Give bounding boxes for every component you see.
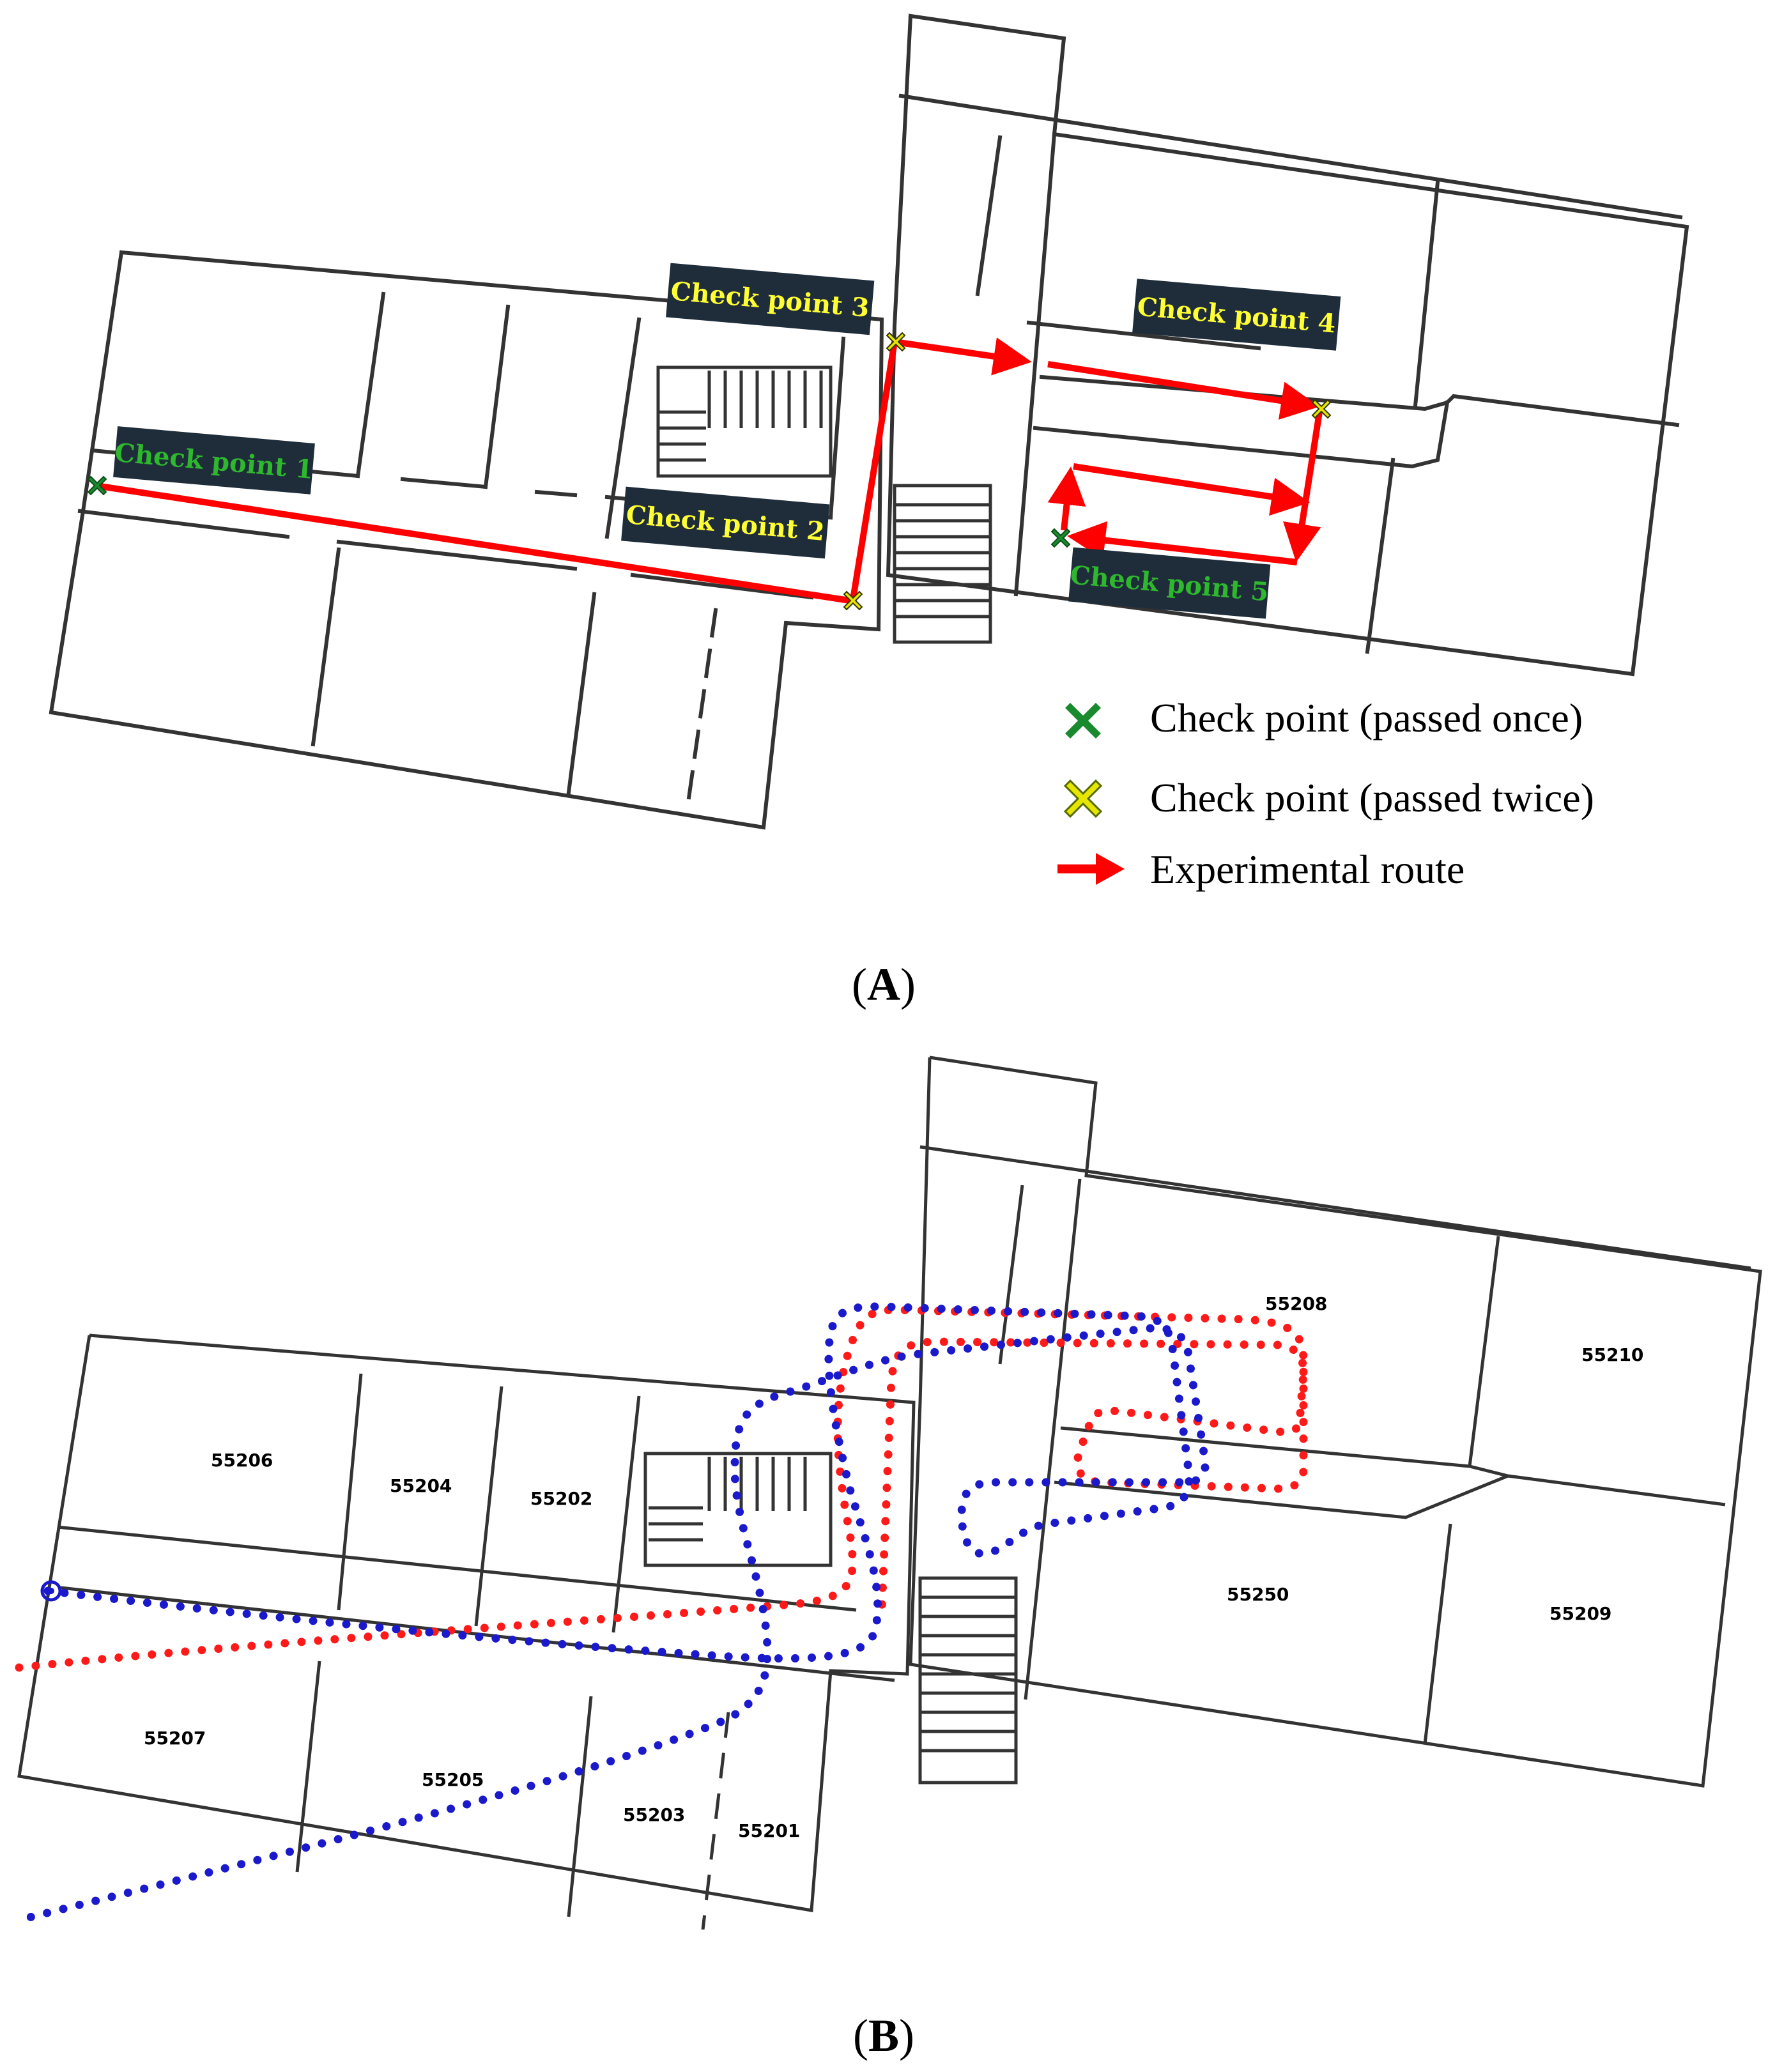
trajectory-red: [15, 1305, 1308, 1672]
stair-b1-steps: [649, 1457, 807, 1542]
wall-b6: [1026, 320, 1261, 351]
room-55205: 55205: [422, 1769, 484, 1790]
wall-a7: [630, 572, 814, 600]
wallb-5: [611, 1395, 641, 1633]
wall-a2: [400, 477, 488, 489]
room-55210: 55210: [1581, 1344, 1643, 1365]
legend-route-arrow-icon: [1057, 853, 1125, 885]
legend-passed-once-text: Check point (passed once): [1150, 695, 1583, 741]
panel-a-label-open: (: [852, 959, 867, 1010]
checkpoint-3-marker-icon: [886, 332, 906, 352]
room-55209: 55209: [1549, 1603, 1611, 1624]
wallb-15: [1423, 1523, 1452, 1745]
wallb-2: [57, 1525, 857, 1612]
room-55208: 55208: [1265, 1293, 1327, 1314]
wallb-right-outline: [909, 1055, 1762, 1788]
wall-b2: [1013, 132, 1057, 597]
checkpoint-3-label: Check point 3: [666, 263, 875, 335]
wall-b1: [898, 93, 1683, 220]
panel-b-floorplan: [17, 1055, 1762, 1930]
route-seg-1: [95, 482, 850, 604]
wall-b7: [1033, 400, 1450, 469]
wall-a5: [77, 509, 290, 539]
room-55207: 55207: [144, 1728, 206, 1749]
panel-a-label: (A): [852, 959, 916, 1010]
panel-a-label-close: ): [900, 959, 916, 1010]
wallb-14: [1054, 1474, 1509, 1519]
wall-a8: [355, 291, 386, 479]
legend-passed-twice-text: Check point (passed twice): [1150, 775, 1594, 820]
checkpoint-5-marker-icon: [1050, 528, 1071, 548]
panel-b-label-close: ): [899, 2010, 914, 2061]
checkpoint-4-marker-icon: [1311, 399, 1332, 419]
wall-a14: [684, 608, 718, 814]
wallb-13: [1060, 1426, 1726, 1507]
wall-b3: [975, 135, 1003, 296]
legend-passed-twice-icon: [1063, 779, 1103, 818]
wall-a10: [604, 317, 642, 539]
wall-b4: [1413, 180, 1440, 408]
panel-a-label-letter: A: [867, 959, 900, 1010]
wallb-3: [337, 1373, 363, 1611]
wall-a9: [483, 304, 511, 489]
panel-b-label-open: (: [853, 2010, 868, 2061]
wall-a3: [534, 489, 578, 498]
checkpoint-2-label: Check point 2: [621, 486, 830, 559]
wallb-6: [295, 1661, 321, 1873]
panel-b-label: (B): [853, 2010, 914, 2061]
checkpoint-1-label: Check point 1: [113, 426, 315, 495]
stair-a1: [656, 365, 833, 478]
route-seg-4: [1047, 361, 1319, 420]
stair-b2: [918, 1576, 1018, 1784]
trajectory-start-marker-icon: [40, 1580, 62, 1602]
stair-a1-steps: [658, 371, 823, 462]
checkpoint-4-label: Check point 4: [1132, 279, 1341, 351]
room-55201: 55201: [738, 1820, 800, 1841]
legend: Check point (passed once) Check point (p…: [1057, 695, 1594, 892]
room-55250: 55250: [1227, 1584, 1289, 1605]
wall-a13: [566, 592, 597, 795]
wall-a6: [336, 539, 578, 571]
stair-b1: [643, 1452, 833, 1567]
route-seg-7: [1047, 466, 1086, 531]
legend-passed-once-icon: [1065, 703, 1101, 739]
checkpoint-1-marker-icon: [87, 475, 107, 496]
wallb-9: [919, 1145, 1751, 1270]
wall-a12: [311, 547, 341, 747]
route-seg-8: [1073, 463, 1310, 516]
checkpoint-5-label: Check point 5: [1068, 547, 1271, 619]
wallb-12: [1468, 1236, 1500, 1467]
room-55203: 55203: [623, 1804, 685, 1825]
trajectory-blue: [15, 1302, 1210, 1924]
wall-a11: [828, 336, 846, 520]
wall-b8: [1365, 457, 1395, 654]
room-labels: 55206 55204 55202 55207 55205 55203 5520…: [144, 1293, 1643, 1841]
wallb-7: [567, 1696, 593, 1917]
experimental-route: [95, 337, 1323, 604]
panel-b-label-letter: B: [868, 2010, 899, 2061]
stair-a2-steps: [895, 503, 990, 618]
route-seg-3: [894, 337, 1032, 376]
route-seg-6: [1067, 521, 1298, 565]
wallb-11: [998, 1185, 1024, 1365]
wallb-10: [1024, 1178, 1082, 1700]
legend-route-text: Experimental route: [1150, 847, 1464, 892]
stair-b2-steps: [920, 1595, 1016, 1753]
trajectory-start-marker-dot: [48, 1588, 54, 1594]
wallb-8: [701, 1712, 730, 1930]
room-55206: 55206: [211, 1450, 273, 1471]
wall-left-outline: [49, 250, 884, 830]
wallb-4: [474, 1386, 503, 1627]
wallb-left-outline: [17, 1333, 916, 1912]
room-55204: 55204: [390, 1475, 452, 1496]
wall-b5: [1039, 374, 1680, 427]
checkpoint-2-marker-icon: [843, 590, 863, 611]
route-seg-2: [850, 341, 898, 600]
room-55202: 55202: [530, 1488, 592, 1509]
stair-a2: [893, 484, 992, 644]
route-seg-5: [1283, 411, 1323, 562]
